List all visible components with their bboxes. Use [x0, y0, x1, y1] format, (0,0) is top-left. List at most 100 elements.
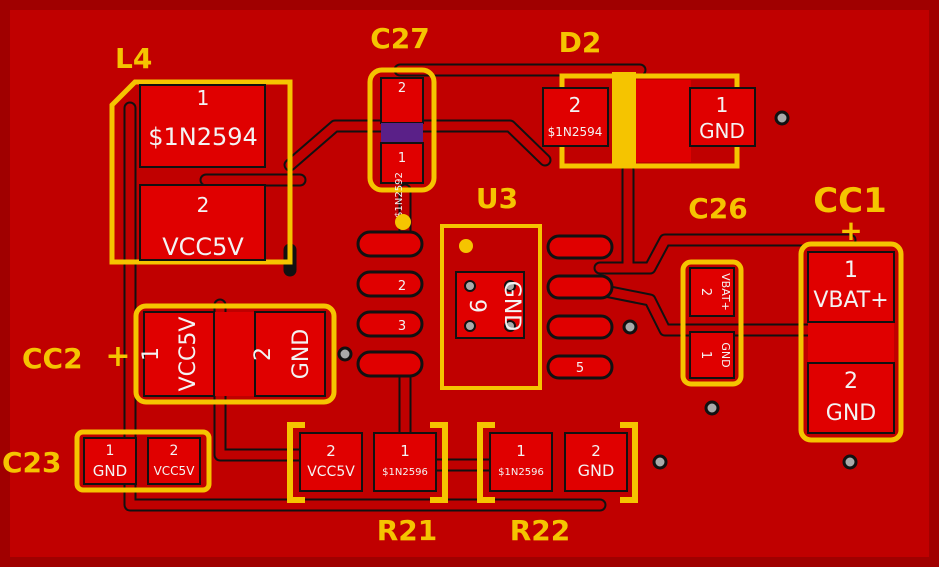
d2-pad-2	[542, 87, 609, 147]
c23-pad-2	[147, 437, 201, 485]
component-c23[interactable]: 1 GND 2 VCC5V C23	[2, 429, 212, 493]
u3-pin-6	[546, 314, 614, 340]
c26-pad-2	[689, 267, 735, 317]
cc2-pad-1	[143, 311, 215, 397]
c27-pad-2-number: 2	[398, 81, 406, 96]
c23-pad-1-number: 1	[106, 443, 115, 459]
trace-core-11	[595, 285, 855, 335]
component-cc1[interactable]: 1 VBAT+ 2 GND CC1 +	[798, 181, 904, 443]
c26-pad-2-number: 2	[698, 288, 713, 296]
u3-pin-2	[356, 270, 424, 298]
r21-pad-2-number: 2	[326, 442, 336, 460]
cc2-pad-2-net: GND	[289, 329, 314, 379]
cc2-pad-1-number: 1	[139, 347, 164, 361]
via-cc1-gnd	[842, 454, 858, 470]
l4-silkscreen	[109, 79, 293, 265]
u3-pin1-dot	[459, 239, 473, 253]
c27-silkscreen	[367, 67, 437, 193]
l4-pad-1	[139, 84, 266, 168]
c26-pad-2-net: VBAT+	[719, 273, 732, 311]
r22-designator: R22	[510, 514, 571, 547]
d2-cathode-band	[612, 72, 636, 168]
c27-pad-2	[380, 77, 424, 124]
d2-body	[636, 80, 691, 162]
via-d2-gnd	[774, 110, 790, 126]
d2-pad-1-number: 1	[716, 93, 729, 117]
r21-pad-2	[299, 432, 363, 492]
r21-pad-1	[373, 432, 437, 492]
d2-pad-1-net: GND	[699, 119, 745, 143]
cc1-pad-1	[807, 251, 895, 323]
u3-pin1-marker	[395, 214, 411, 230]
cc2-polarity: +	[105, 339, 130, 374]
d2-pad-2-net: $1N2594	[548, 125, 603, 139]
cc2-designator: CC2	[22, 342, 83, 375]
c27-net: $1N2592	[394, 172, 405, 218]
r22-pad-1-net: $1N2596	[498, 467, 544, 478]
u3-pin-4	[356, 350, 424, 378]
c23-pad-2-number: 2	[170, 443, 179, 459]
u3-ep-number: 9	[464, 299, 489, 313]
r21-pad-1-number: 1	[400, 442, 410, 460]
l4-pad-1-net: $1N2594	[148, 123, 258, 151]
d2-pad-2-number: 2	[569, 93, 582, 117]
component-u3[interactable]: 2 3 5 9 GND U3	[356, 182, 614, 390]
r22-pad-2-number: 2	[591, 442, 601, 460]
u3-pin-5-label: 5	[576, 361, 584, 376]
cc1-pad-2	[807, 362, 895, 434]
c27-mask	[381, 123, 423, 143]
c27-pad-1-number: 1	[398, 151, 406, 166]
u3-pin-1	[356, 230, 424, 258]
cc1-polarity: +	[839, 214, 862, 247]
u3-silkscreen	[440, 224, 542, 390]
u3-pin-3	[356, 310, 424, 338]
u3-via-4	[504, 320, 516, 332]
c23-pad-1	[83, 437, 137, 485]
r22-silkscreen	[477, 422, 638, 503]
r21-designator: R21	[377, 514, 438, 547]
via-c26-gnd	[704, 400, 720, 416]
c27-designator: C27	[370, 22, 430, 55]
c26-pad-1-number: 1	[698, 351, 713, 359]
c23-designator: C23	[2, 446, 62, 479]
cc1-designator: CC1	[813, 181, 887, 221]
c23-silkscreen	[74, 429, 212, 493]
u3-pin-7	[546, 274, 614, 300]
component-cc2[interactable]: 1 VCC5V 2 GND CC2 +	[22, 303, 337, 405]
l4-pad-2-net: VCC5V	[162, 233, 244, 261]
u3-via-3	[464, 320, 476, 332]
cc1-body	[808, 318, 894, 363]
cc2-pad-1-net: VCC5V	[176, 317, 201, 392]
cc1-pad-1-number: 1	[844, 258, 858, 283]
r21-pad-1-net: $1N2596	[382, 467, 428, 478]
d2-pad-1	[689, 87, 756, 147]
u3-via-1	[464, 280, 476, 292]
component-r21[interactable]: 2 VCC5V 1 $1N2596 R21	[287, 422, 448, 547]
via-layer	[337, 110, 858, 470]
via-r22-gnd	[652, 454, 668, 470]
component-d2[interactable]: 2 $1N2594 1 GND D2	[542, 26, 756, 169]
component-r22[interactable]: 1 $1N2596 2 GND R22	[477, 422, 638, 547]
r21-pad-2-net: VCC5V	[307, 464, 355, 480]
l4-designator: L4	[115, 42, 152, 75]
via-u3-gnd	[622, 319, 638, 335]
u3-designator: U3	[476, 182, 518, 215]
l4-pad-2-number: 2	[197, 193, 210, 217]
d2-designator: D2	[559, 26, 602, 59]
u3-pin-5	[546, 354, 614, 380]
r22-pad-2	[564, 432, 628, 492]
component-c26[interactable]: 2 VBAT+ 1 GND C26	[680, 192, 748, 387]
c23-pad-2-net: VCC5V	[154, 464, 196, 478]
r22-pad-1-number: 1	[516, 442, 526, 460]
component-l4[interactable]: 1 $1N2594 2 VCC5V L4	[109, 42, 293, 265]
cc2-pad-2-number: 2	[251, 347, 276, 361]
c26-pad-1-net: GND	[719, 342, 732, 367]
cc1-silkscreen	[798, 241, 904, 443]
u3-pin-2-label: 2	[398, 279, 406, 294]
l4-pad-2	[139, 184, 266, 261]
component-c27[interactable]: 2 1 $1N2592 C27	[367, 22, 437, 218]
r21-silkscreen	[287, 422, 448, 503]
cc2-silkscreen	[133, 303, 337, 405]
c26-designator: C26	[688, 192, 748, 225]
trace-core-1	[125, 103, 605, 510]
